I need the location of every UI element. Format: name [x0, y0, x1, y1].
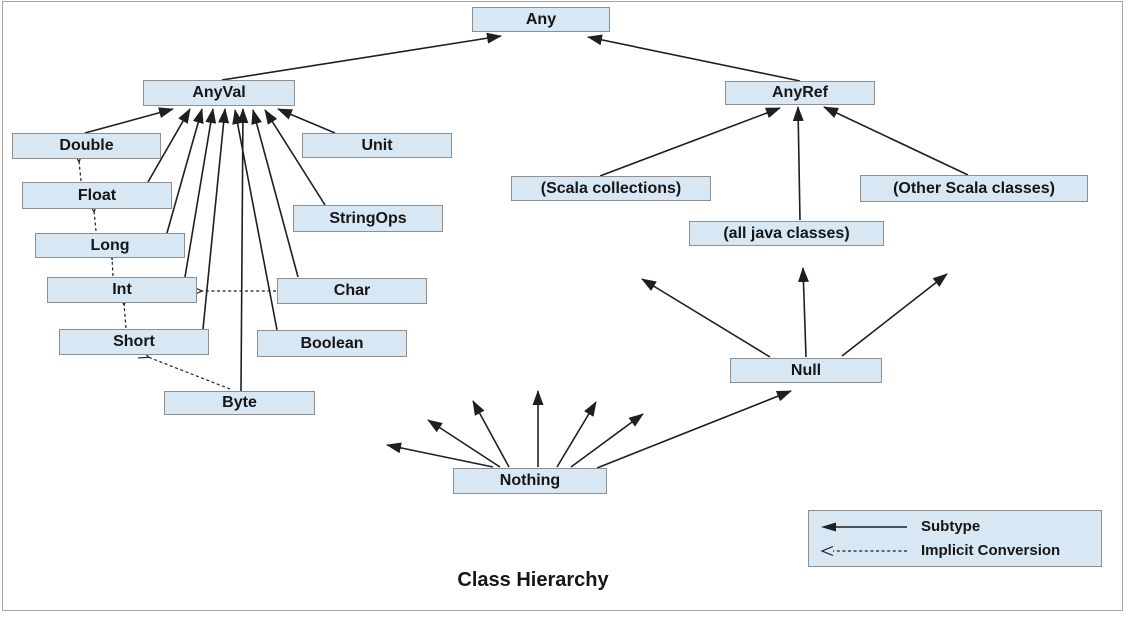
node-anyref: AnyRef	[725, 81, 875, 105]
legend-label-subtype: Subtype	[921, 518, 981, 535]
node-label: Null	[790, 361, 822, 379]
edge-byte-anyval	[237, 108, 249, 392]
edge-scala-collections-anyref	[599, 107, 781, 177]
node-int: Int	[47, 277, 197, 303]
diagram-title: Class Hierarchy	[457, 569, 609, 591]
edge-nothing-fan-2	[427, 419, 501, 468]
edge-char-anyval	[251, 109, 299, 278]
node-all-java-classes: (all java classes)	[689, 221, 884, 246]
edge-unit-anyval	[277, 108, 336, 134]
node-double: Double	[12, 133, 161, 159]
node-scala-collections: (Scala collections)	[511, 176, 711, 201]
edge-nothing-fan-3	[472, 400, 510, 468]
node-label: StringOps	[329, 209, 407, 227]
edge-null-up-right	[841, 273, 948, 357]
node-label: Int	[112, 281, 132, 298]
edge-short-int-conversion	[118, 294, 129, 329]
edge-nothing-fan-1	[386, 442, 494, 468]
implicit-conversion-arrow-icon	[820, 545, 907, 556]
node-any: Any	[472, 7, 610, 32]
edge-stringops-anyval	[264, 109, 326, 206]
node-short: Short	[59, 329, 209, 355]
legend-row-subtype: Subtype	[819, 518, 1101, 535]
node-unit: Unit	[302, 133, 452, 158]
edge-int-anyval	[184, 108, 217, 278]
edge-float-anyval	[147, 108, 191, 183]
node-char: Char	[277, 278, 427, 304]
edge-nothing-null	[596, 390, 792, 469]
edge-boolean-anyval	[232, 109, 278, 331]
node-label: Double	[59, 137, 114, 154]
node-byte: Byte	[164, 391, 315, 415]
legend-label-implicit-conversion: Implicit Conversion	[921, 542, 1061, 559]
node-label: Long	[90, 236, 130, 254]
edge-all-java-classes-anyref	[792, 106, 804, 221]
node-label: Any	[525, 10, 557, 28]
node-boolean: Boolean	[257, 330, 407, 357]
node-label: Unit	[361, 136, 393, 154]
node-anyval: AnyVal	[143, 80, 295, 106]
legend-box: Subtype Implicit Conversion	[808, 510, 1102, 567]
node-stringops: StringOps	[293, 205, 443, 232]
edge-double-anyval	[84, 107, 174, 134]
edge-nothing-fan-5	[556, 401, 597, 468]
edge-null-up-middle	[797, 267, 809, 358]
node-nothing: Nothing	[453, 468, 607, 494]
subtype-arrow-icon	[821, 522, 907, 531]
node-label: (Other Scala classes)	[893, 179, 1055, 197]
node-label: (Scala collections)	[540, 179, 682, 197]
node-other-scala-classes: (Other Scala classes)	[860, 175, 1088, 202]
edge-anyref-any	[587, 34, 801, 82]
edge-other-scala-classes-anyref	[823, 106, 969, 176]
node-label: Float	[77, 186, 117, 204]
node-label: Char	[333, 282, 371, 299]
legend-row-implicit-conversion: Implicit Conversion	[819, 542, 1101, 559]
edge-nothing-fan-6	[570, 413, 644, 468]
edge-short-anyval	[202, 108, 230, 330]
edge-byte-short-conversion	[137, 349, 231, 390]
node-label: AnyRef	[771, 84, 828, 101]
node-label: Boolean	[300, 334, 364, 352]
node-label: Short	[113, 333, 155, 350]
node-null: Null	[730, 358, 882, 383]
node-float: Float	[22, 182, 172, 209]
edge-null-up-left	[641, 278, 771, 358]
node-label: AnyVal	[192, 84, 246, 101]
node-label: (all java classes)	[723, 224, 850, 242]
node-label: Nothing	[499, 472, 561, 489]
edge-long-anyval	[166, 108, 204, 234]
node-long: Long	[35, 233, 185, 258]
edge-anyval-any	[221, 32, 502, 81]
node-label: Byte	[222, 394, 257, 411]
